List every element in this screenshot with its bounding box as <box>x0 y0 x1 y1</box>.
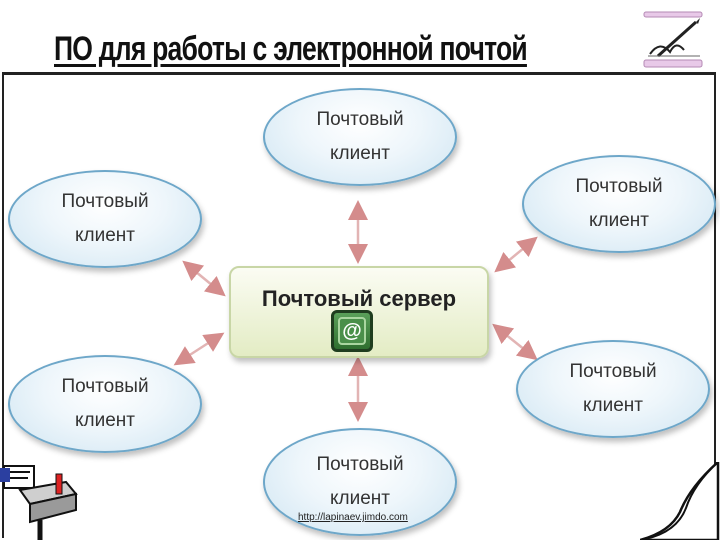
page-curl-icon <box>640 462 720 540</box>
client-label-line2: клиент <box>589 204 649 238</box>
client-label-line1: Почтовый <box>316 448 403 482</box>
footer-url-link[interactable]: http://lapinaev.jimdo.com <box>298 512 408 523</box>
mail-client-upper-right: Почтовый клиент <box>522 155 716 253</box>
mailbox-icon <box>0 460 84 540</box>
client-label-line2: клиент <box>583 389 643 423</box>
client-label-line1: Почтовый <box>61 370 148 404</box>
at-sign-badge: @ <box>338 317 366 345</box>
mail-client-top: Почтовый клиент <box>263 88 457 186</box>
client-label-line2: клиент <box>330 482 390 516</box>
mail-client-lower-right: Почтовый клиент <box>516 340 710 438</box>
client-label-line2: клиент <box>330 137 390 171</box>
client-label-line1: Почтовый <box>61 185 148 219</box>
client-label-line2: клиент <box>75 404 135 438</box>
arrow-lower-left <box>182 338 216 360</box>
arrow-upper-left <box>190 267 218 290</box>
client-label-line2: клиент <box>75 219 135 253</box>
arrow-lower-right <box>500 330 530 354</box>
mail-client-lower-left: Почтовый клиент <box>8 355 202 453</box>
server-label: Почтовый сервер <box>231 286 487 312</box>
client-label-line1: Почтовый <box>569 355 656 389</box>
arrow-upper-right <box>502 243 530 266</box>
mail-client-upper-left: Почтовый клиент <box>8 170 202 268</box>
at-sign-icon: @ <box>331 310 373 352</box>
client-label-line1: Почтовый <box>575 170 662 204</box>
client-label-line1: Почтовый <box>316 103 403 137</box>
